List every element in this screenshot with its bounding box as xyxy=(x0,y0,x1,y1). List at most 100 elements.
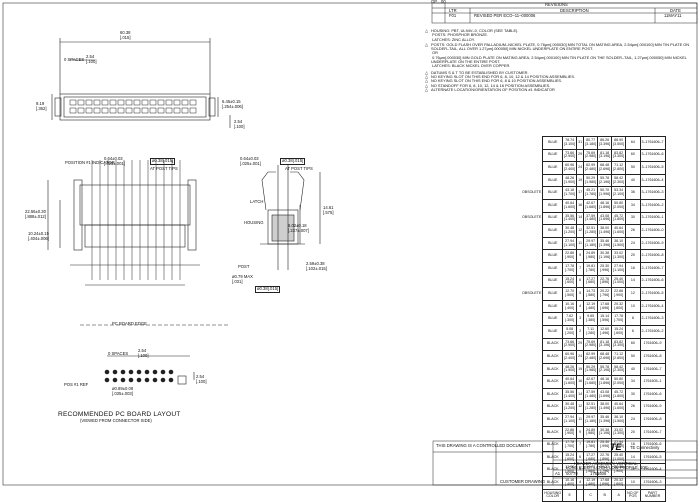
at-post-tips-1: AT POST TIPS xyxy=(150,166,178,171)
size-value: A1 xyxy=(555,471,561,476)
cell-e: 43.18 [1.700] xyxy=(562,186,578,200)
dim-14-61: 14.61 [.575] xyxy=(323,205,334,215)
housing-label: HOUSING xyxy=(244,220,264,225)
cell-e: 78.74 [3.100] xyxy=(562,136,578,150)
col-a: A xyxy=(611,488,627,502)
cell-c: 19.81 [.780] xyxy=(583,261,599,276)
cell-color: BLUE xyxy=(542,148,564,163)
cell-c: 37.59 [1.480] xyxy=(583,387,599,402)
cell-part: 3–1761606–5 xyxy=(639,161,666,175)
cell-f: 24 xyxy=(576,350,585,364)
obsolete-label xyxy=(521,401,543,414)
cell-a: 22.86 [.900] xyxy=(611,287,627,301)
obsolete-label xyxy=(521,162,543,175)
cell-c: 19.81 [.780] xyxy=(583,438,599,452)
cell-pos: 20 xyxy=(625,249,641,263)
dim-22-56: 22.56±0.30 [.888±.012] xyxy=(25,209,46,219)
rev-letter: F01 xyxy=(449,13,457,18)
cell-part: 2–1761606–7 xyxy=(639,261,666,276)
cell-pos: 64 xyxy=(625,136,641,150)
cell-color: BLUE xyxy=(542,198,564,213)
cell-f: 3 xyxy=(576,312,585,326)
cell-part: 2–1761606–8 xyxy=(639,249,666,263)
cell-c: 24.89 [.980] xyxy=(583,425,599,440)
cell-b: 38.00 [1.496] xyxy=(597,224,613,238)
cell-b: 15.14 [.596] xyxy=(597,312,613,326)
rev-date-header: DATE xyxy=(670,8,681,13)
cell-pos: 34 xyxy=(625,375,641,389)
cell-a: 83.82 [3.300] xyxy=(611,337,627,352)
note-flag-icon: △ xyxy=(425,78,428,84)
cell-pos: 12 xyxy=(625,287,641,301)
cell-c: 50.29 [1.980] xyxy=(583,173,599,188)
cell-f: 9 xyxy=(576,249,585,263)
obsolete-label xyxy=(521,414,543,427)
position1-indicator: POSITION #1 INDICATOR xyxy=(65,160,115,165)
cell-part: 1761606–7 xyxy=(639,362,666,377)
cell-b: 50.70 [1.996] xyxy=(597,186,613,200)
cell-part: 1761606–8 xyxy=(639,350,666,364)
zone-label: GP xyxy=(431,0,438,4)
top-view xyxy=(51,38,231,128)
cell-f: 16 xyxy=(576,375,585,389)
cell-part: 2–1761606–0 xyxy=(639,224,666,238)
cell-e: 12.70 [.500] xyxy=(562,287,578,301)
pc-board-edge: PC BOARD EDGE xyxy=(112,321,147,326)
cell-f: 7 xyxy=(576,438,585,452)
obsolete-label xyxy=(521,363,543,376)
obsolete-label xyxy=(521,199,543,212)
cell-color: BLUE xyxy=(542,186,564,200)
obsolete-label xyxy=(521,275,543,288)
cell-c: 45.21 [1.780] xyxy=(583,186,599,200)
col-pos: NO OF POS xyxy=(625,488,641,502)
cell-c: 62.99 [2.480] xyxy=(583,350,599,364)
customer-drawing: CUSTOMER DRAWING xyxy=(500,479,546,484)
cell-color: BLUE xyxy=(542,287,564,301)
cell-f: 12 xyxy=(576,400,585,415)
cell-f: 4 xyxy=(576,299,585,314)
cell-pos: 10 xyxy=(625,476,641,490)
cell-c: 17.27 [.680] xyxy=(583,274,599,289)
cell-e: 35.56 [1.400] xyxy=(562,387,578,402)
dim-0-79: ø0.79 MAX [.031] xyxy=(232,274,253,284)
obsolete-label xyxy=(521,237,543,250)
cell-f: 19 xyxy=(576,173,585,188)
revision-frame xyxy=(431,2,698,24)
cell-color: BLUE xyxy=(542,312,564,326)
cell-a: 58.42 [2.300] xyxy=(611,173,627,188)
cell-a: 45.72 [1.800] xyxy=(611,211,627,226)
cell-b: 35.46 [1.396] xyxy=(597,413,613,427)
note-1: △HOUSING: PBT, UL94V–0, COLOR (SEE TABLE… xyxy=(425,28,519,42)
revisions-header: REVISIONS xyxy=(545,2,568,7)
cell-pos: 30 xyxy=(625,387,641,402)
cell-part: 1761606–9 xyxy=(639,400,666,415)
cell-f: 17 xyxy=(576,186,585,200)
cell-pos: 24 xyxy=(625,413,641,427)
company-name: TE Connectivity xyxy=(630,445,660,450)
cell-part: 1761606–9 xyxy=(639,337,666,352)
cell-color: BLUE xyxy=(542,274,564,289)
obsolete-label xyxy=(521,426,543,439)
col-c: C xyxy=(583,488,599,502)
cell-e: 48.26 [1.900] xyxy=(562,173,578,188)
cell-e: 40.64 [1.600] xyxy=(562,375,578,389)
cell-part: 1761606–5 xyxy=(639,450,666,465)
cell-part: 1761606–3 xyxy=(639,476,666,490)
cell-b: 25.30 [.996] xyxy=(597,261,613,276)
cell-pos: 26 xyxy=(625,400,641,415)
cell-pos: 16 xyxy=(625,261,641,276)
cell-a: 83.82 [3.300] xyxy=(611,148,627,163)
cell-c: 29.97 [1.180] xyxy=(583,236,599,251)
table-header-row: HOUSING COLOR E C B A NO OF POS PART NUM… xyxy=(521,488,666,502)
col-e: E xyxy=(562,488,578,502)
cell-e: 17.78 [.700] xyxy=(562,261,578,276)
